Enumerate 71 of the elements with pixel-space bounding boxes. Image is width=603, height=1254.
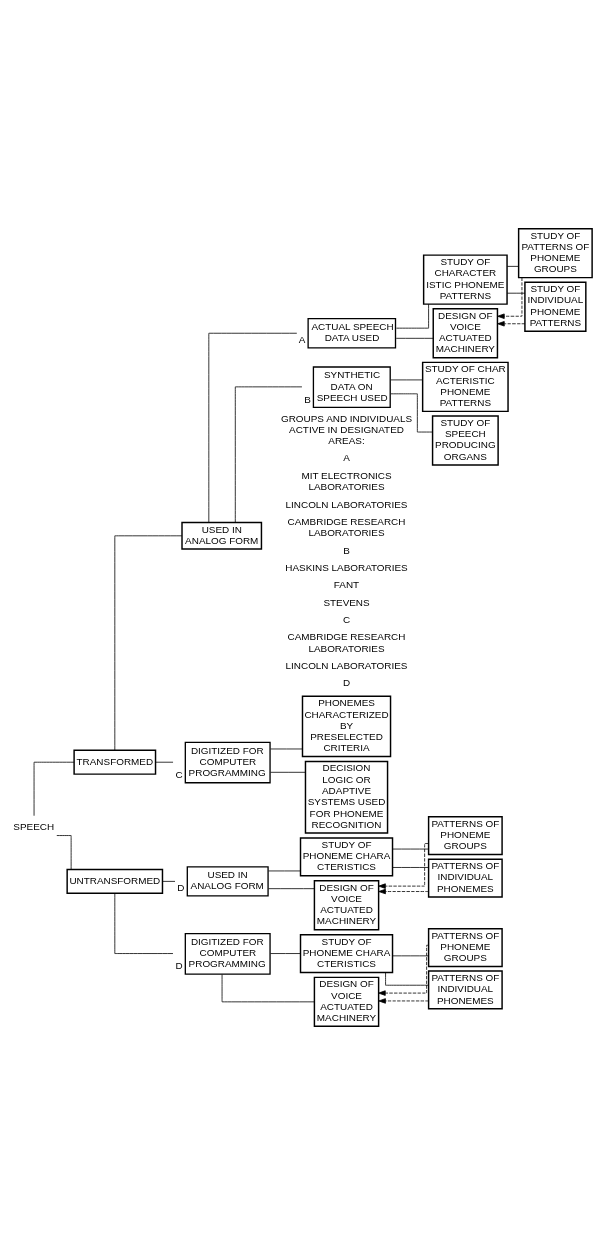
connector: [392, 954, 429, 956]
label: GROUPS AND INDIVIDUALS ACTIVE IN DESIGNATED AREAS:: [281, 412, 413, 446]
connector: [155, 761, 174, 763]
node-box: USED IN ANALOG FORM: [186, 865, 269, 897]
connector: [268, 887, 315, 889]
connector: [114, 534, 183, 750]
node-box: DIGITIZED FOR COMPUTER PROGRAMMING: [184, 932, 271, 975]
label: B: [343, 544, 350, 556]
connector: [234, 385, 303, 523]
label: STEVENS: [323, 596, 370, 608]
connector: [395, 337, 434, 339]
connector: [208, 332, 298, 523]
node-box: UNTRANSFORMED: [66, 868, 164, 894]
node-box: DESIGN OF VOICE ACTUATED MACHINERY: [432, 307, 499, 358]
node-label: A: [298, 333, 306, 345]
node-box: PHONEMES CHARACTERIZED BY PRESELECTED CRITERIA: [301, 695, 392, 757]
node-label: B: [304, 393, 311, 405]
label: CAMBRIDGE RESEARCH LABORATORIES: [287, 515, 406, 538]
connector: [506, 265, 519, 267]
node-box: USED IN ANALOG FORM: [181, 521, 263, 550]
connector: [162, 880, 176, 882]
node-label: D: [177, 881, 185, 893]
label: D: [342, 676, 351, 688]
label: C: [342, 613, 351, 625]
connector: [270, 952, 301, 954]
connector: [221, 973, 315, 1002]
connector: [392, 866, 429, 868]
label: LINCOLN LABORATORIES: [285, 498, 408, 510]
node-box: DIGITIZED FOR COMPUTER PROGRAMMING: [184, 741, 271, 783]
connector: [392, 848, 429, 849]
arrow: [378, 842, 429, 889]
node-box: DECISION LOGIC OR ADAPTIVE SYSTEMS USED FOR PHONEME RECOGNITION: [304, 760, 389, 834]
connector: [270, 771, 306, 773]
connector: [33, 761, 75, 816]
node-box: DESIGN OF VOICE ACTUATED MACHINERY: [313, 976, 380, 1027]
arrow: [378, 944, 429, 996]
node-box: PATTERNS OF PHONEME GROUPS: [427, 927, 503, 967]
connector: [114, 892, 174, 954]
node-box: STUDY OF PHONEME CHARACTERISTICS: [299, 836, 394, 876]
connector: [270, 748, 303, 749]
node-box: ACTUAL SPEECH DATA USED: [307, 317, 397, 348]
node-box: DESIGN OF VOICE ACTUATED MACHINERY: [313, 879, 380, 930]
label: A: [343, 451, 350, 463]
node-box: STUDY OF INDIVIDUAL PHONEME PATTERNS: [524, 281, 587, 332]
node-box: PATTERNS OF PHONEME GROUPS: [427, 815, 503, 855]
label: MIT ELECTRONICS LABORATORIES: [301, 469, 392, 492]
node-box: STUDY OF PHONEME CHARACTERISTICS: [299, 933, 394, 973]
label: CAMBRIDGE RESEARCH LABORATORIES: [287, 630, 406, 654]
node-box: STUDY OF CHARACTER ISTIC PHONEME PATTERNS: [422, 253, 508, 305]
node-text: SPEECH: [13, 820, 55, 832]
node-box: PATTERNS OF INDIVIDUAL PHONEMES: [427, 969, 503, 1010]
node-box: STUDY OF SPEECH PRODUCING ORGANS: [431, 414, 499, 466]
connector: [268, 870, 301, 871]
arrow: [378, 888, 429, 894]
arrow: [497, 276, 523, 319]
label: LINCOLN LABORATORIES: [285, 659, 408, 671]
node-label: D: [175, 959, 183, 971]
node-box: TRANSFORMED: [73, 749, 157, 775]
node-box: STUDY OF CHARACTERISTIC PHONEME PATTERNS: [421, 361, 509, 412]
node-box: PATTERNS OF INDIVIDUAL PHONEMES: [427, 857, 503, 898]
arrow: [378, 997, 429, 1004]
label: HASKINS LABORATORIES: [285, 561, 408, 573]
connector: [506, 292, 526, 294]
node-box: STUDY OF PATTERNS OF PHONEME GROUPS: [517, 227, 593, 278]
node-label: C: [175, 768, 183, 780]
connector: [385, 971, 429, 986]
node-box: SYNTHETIC DATA ON SPEECH USED: [312, 365, 391, 408]
connector: [396, 303, 429, 329]
label: FANT: [333, 578, 360, 590]
connector: [390, 379, 423, 380]
arrow: [497, 320, 526, 326]
